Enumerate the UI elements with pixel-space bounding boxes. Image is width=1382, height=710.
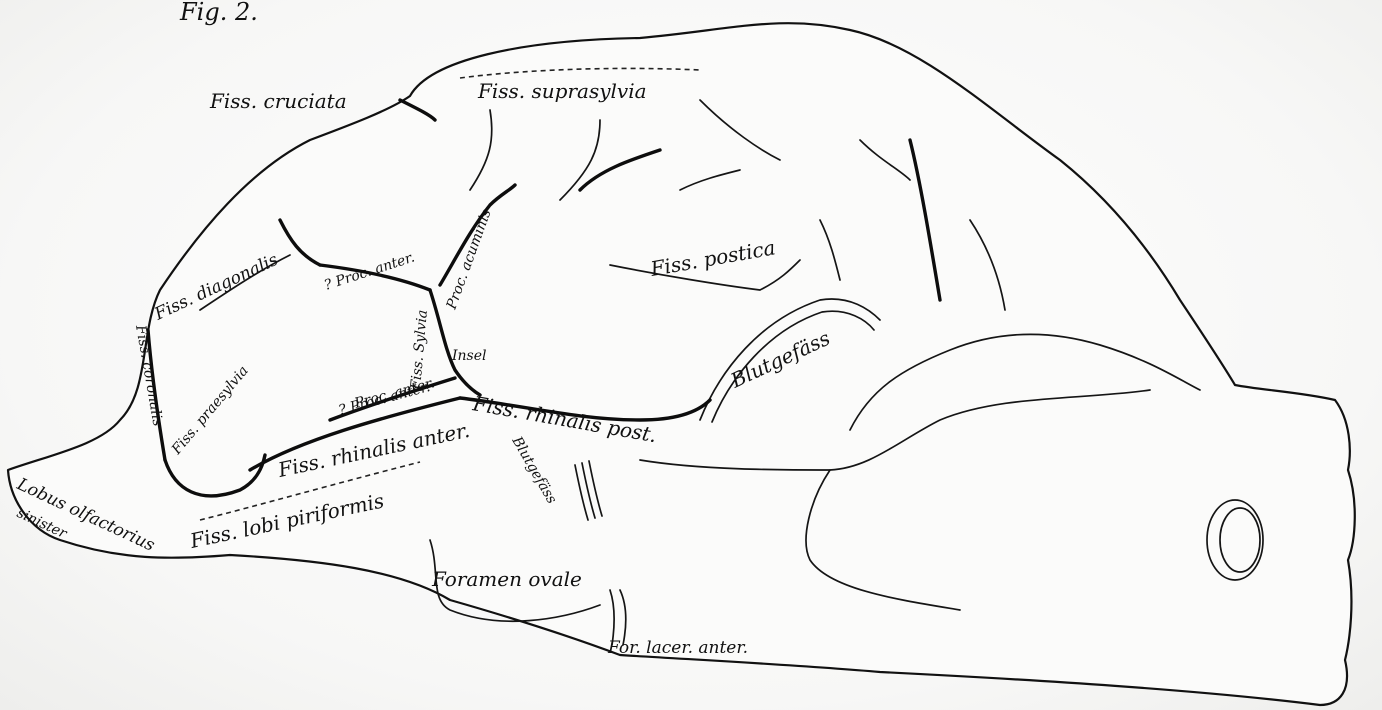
label-insel: Insel (451, 348, 487, 364)
label-for-lacer-anter: For. lacer. anter. (607, 638, 748, 658)
label-foramen-ovale: Foramen ovale (431, 567, 582, 591)
label-fiss-cruciata: Fiss. cruciata (209, 89, 347, 113)
label-fiss-suprasylvia: Fiss. suprasylvia (477, 79, 647, 103)
brain-outline (8, 23, 1355, 705)
figure-title: Fig. 2. (179, 0, 258, 26)
